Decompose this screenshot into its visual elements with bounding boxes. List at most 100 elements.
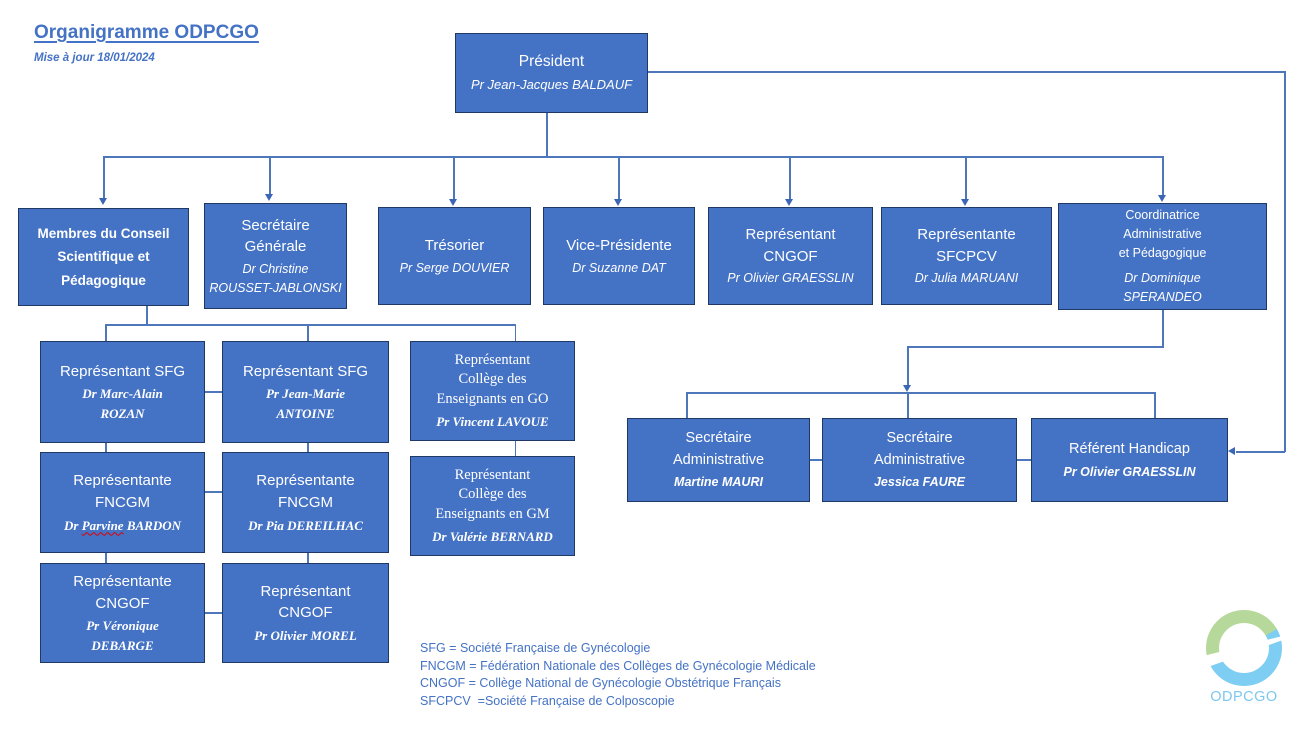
node-title: Représentant Collège des Enseignants en … xyxy=(435,466,550,523)
node-title: Représentant SFG xyxy=(242,362,369,380)
connector-line xyxy=(307,553,309,563)
connector-line xyxy=(103,156,105,198)
node-title: Représentante FNCGM xyxy=(73,472,172,511)
connector-line xyxy=(810,459,822,461)
connector-line xyxy=(1162,156,1164,195)
connector-line xyxy=(1236,451,1285,453)
connector-line xyxy=(453,156,455,199)
legend-line-sfg: SFG = Société Française de Gynécologie xyxy=(420,641,651,655)
node-title: Vice-Présidente xyxy=(566,236,672,254)
org-node-college-enseignants-go: Représentant Collège des Enseignants en … xyxy=(410,341,575,441)
connector-line xyxy=(686,392,1155,394)
connector-line xyxy=(1162,310,1164,347)
page-title: Organigramme ODPCGO xyxy=(34,22,259,43)
org-node-secretaire-administrative-1: Secrétaire Administrative Martine MAURI xyxy=(627,418,810,502)
node-name: Dr Pia DEREILHAC xyxy=(248,517,363,533)
org-node-representante-fncgm-2: Représentante FNCGM Dr Pia DEREILHAC xyxy=(222,452,389,553)
node-title: Représentante CNGOF xyxy=(73,572,172,612)
org-node-vice-presidente: Vice-Présidente Dr Suzanne DAT xyxy=(543,207,695,305)
node-title: Coordinatrice Administrative et Pédagogi… xyxy=(1118,208,1207,260)
org-node-representante-fncgm-1: Représentante FNCGM Dr Parvine BARDON xyxy=(40,452,205,553)
legend: SFG = Société Française de Gynécologie F… xyxy=(420,640,816,710)
connector-line xyxy=(965,156,967,199)
connector-line xyxy=(514,441,516,456)
node-title: Représentant CNGOF xyxy=(260,582,351,622)
node-name: Dr Dominique SPERANDEO xyxy=(1123,271,1202,305)
connector-line xyxy=(307,443,309,452)
connector-line xyxy=(269,156,271,194)
connector-line xyxy=(1154,392,1156,418)
connector-line xyxy=(105,324,516,326)
connector-line xyxy=(686,392,688,418)
org-node-coordinatrice: Coordinatrice Administrative et Pédagogi… xyxy=(1058,203,1267,310)
org-node-secretaire-administrative-2: Secrétaire Administrative Jessica FAURE xyxy=(822,418,1017,502)
node-title: Président xyxy=(518,53,585,71)
odpcgo-logo-text: ODPCGO xyxy=(1210,689,1278,705)
node-name: Dr Marc-Alain ROZAN xyxy=(82,386,163,421)
org-node-representant-sfg-1: Représentant SFG Dr Marc-Alain ROZAN xyxy=(40,341,205,443)
connector-line xyxy=(146,306,148,325)
connector-line xyxy=(907,392,909,418)
connector-line xyxy=(907,346,909,386)
org-node-college-enseignants-gm: Représentant Collège des Enseignants en … xyxy=(410,456,575,556)
org-node-president: Président Pr Jean-Jacques BALDAUF xyxy=(455,33,648,113)
node-title: Trésorier xyxy=(424,236,485,254)
connector-line xyxy=(205,612,222,614)
name-suffix: BARDON xyxy=(123,517,182,533)
connector-line xyxy=(1284,71,1286,452)
name-misspelled-word: Parvine xyxy=(81,517,124,533)
node-title: Représentant CNGOF xyxy=(745,225,836,265)
node-name: Dr Julia MARUANI xyxy=(914,271,1019,286)
node-name: Pr Jean-Marie ANTOINE xyxy=(265,386,346,421)
page-subtitle: Mise à jour 18/01/2024 xyxy=(34,52,155,64)
node-title: Représentant Collège des Enseignants en … xyxy=(436,351,549,408)
node-name: Pr Serge DOUVIER xyxy=(399,260,510,275)
node-title: Représentant SFG xyxy=(59,362,186,380)
connector-line xyxy=(514,324,516,341)
connector-line xyxy=(546,113,548,157)
connector-line xyxy=(105,324,107,341)
name-prefix: Dr xyxy=(63,517,82,533)
connector-arrowhead-down xyxy=(99,198,107,205)
node-name: Jessica FAURE xyxy=(873,475,966,490)
node-title: Secrétaire Administrative xyxy=(672,429,765,468)
node-name: Pr Jean-Jacques BALDAUF xyxy=(470,77,633,93)
org-node-secretaire-generale: Secrétaire Générale Dr Christine ROUSSET… xyxy=(204,203,347,309)
org-node-referent-handicap: Référent Handicap Pr Olivier GRAESSLIN xyxy=(1031,418,1228,502)
org-node-representante-cngof-1: Représentante CNGOF Pr Véronique DEBARGE xyxy=(40,563,205,663)
connector-arrowhead-down xyxy=(614,199,622,206)
node-name: Pr Olivier MOREL xyxy=(254,628,357,643)
legend-line-cngof: CNGOF = Collège National de Gynécologie … xyxy=(420,676,781,690)
node-name: Dr Suzanne DAT xyxy=(572,260,666,275)
node-name: Pr Olivier GRAESSLIN xyxy=(727,271,854,286)
connector-line xyxy=(648,71,1285,73)
connector-arrowhead-down xyxy=(1158,195,1166,202)
node-title: Secrétaire Générale xyxy=(241,216,310,256)
connector-line xyxy=(789,156,791,199)
node-title: Représentante FNCGM xyxy=(256,472,355,511)
connector-line xyxy=(105,553,107,563)
connector-line xyxy=(205,391,222,393)
node-name: Martine MAURI xyxy=(674,475,763,490)
connector-line xyxy=(907,346,1164,348)
node-name: Pr Olivier GRAESSLIN xyxy=(1063,464,1196,479)
connector-line xyxy=(103,156,1164,158)
connector-line xyxy=(205,491,222,493)
connector-line xyxy=(307,324,309,341)
node-title: Membres du Conseil Scientifique et Pédag… xyxy=(37,225,170,288)
connector-arrowhead-down xyxy=(961,199,969,206)
org-node-tresorier: Trésorier Pr Serge DOUVIER xyxy=(378,207,531,305)
node-title: Représentante SFCPCV xyxy=(917,225,1016,265)
org-node-membres-conseil: Membres du Conseil Scientifique et Pédag… xyxy=(18,208,189,306)
org-node-representant-sfg-2: Représentant SFG Pr Jean-Marie ANTOINE xyxy=(222,341,389,443)
org-node-representant-cngof: Représentant CNGOF Pr Olivier GRAESSLIN xyxy=(708,207,873,305)
org-node-representante-sfcpcv: Représentante SFCPCV Dr Julia MARUANI xyxy=(881,207,1052,305)
node-title: Référent Handicap xyxy=(1069,440,1190,457)
connector-arrowhead-down xyxy=(785,199,793,206)
odpcgo-logo: ODPCGO xyxy=(1198,610,1290,705)
connector-line xyxy=(105,443,107,452)
node-title: Secrétaire Administrative xyxy=(873,429,966,468)
legend-line-sfcpcv: SFCPCV =Société Française de Colposcopie xyxy=(420,693,675,708)
connector-arrowhead-down xyxy=(903,385,911,392)
